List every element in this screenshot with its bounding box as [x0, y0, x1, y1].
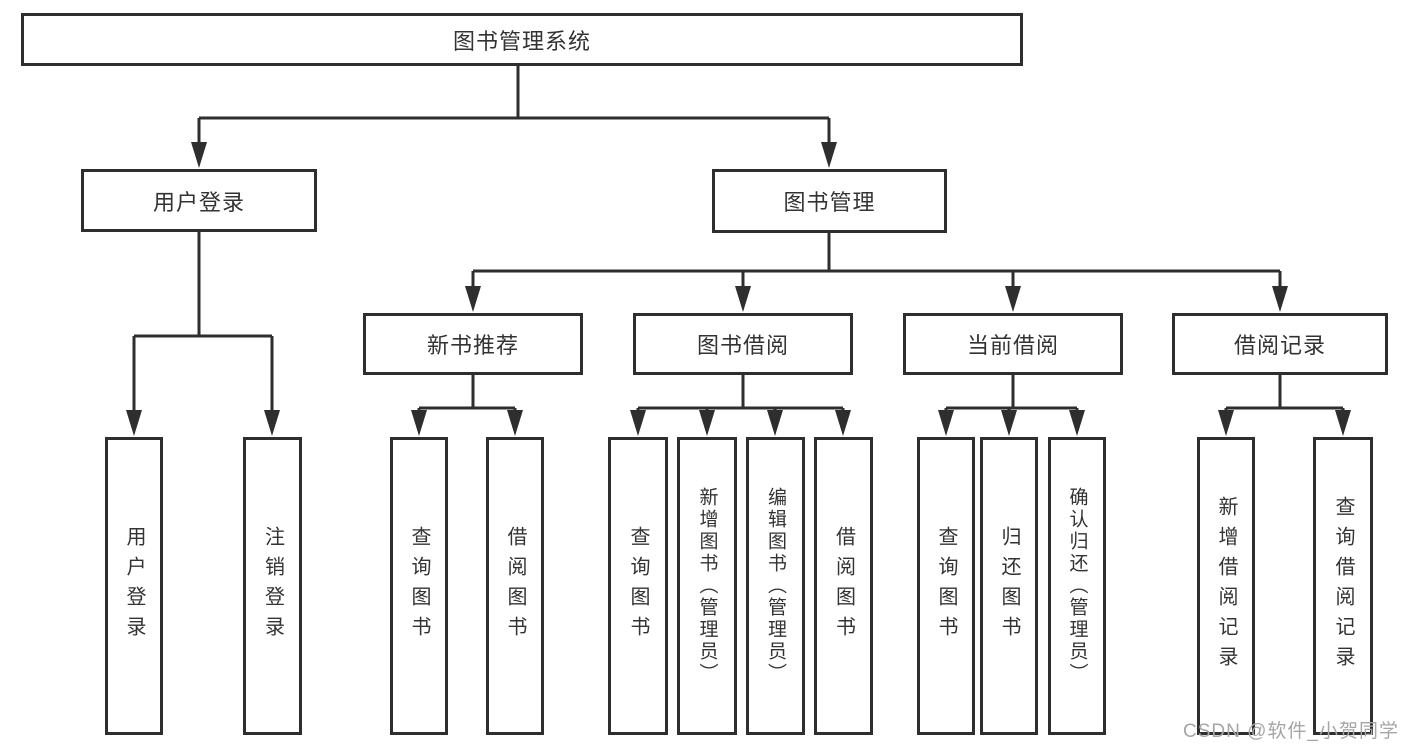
node-user-login: 用户登录 — [81, 169, 317, 232]
node-borrowing-records-label: 借阅记录 — [1233, 333, 1326, 358]
leaf-query-books-current: 查询图书 — [917, 437, 975, 735]
leaf-logout: 注销登录 — [243, 437, 302, 735]
leaf-user-login: 用户登录 — [105, 437, 163, 735]
leaf-add-books-admin: 新增图书（管理员） — [677, 437, 737, 735]
leaf-query-books-recommend: 查询图书 — [390, 437, 448, 735]
node-current-borrowing: 当前借阅 — [903, 313, 1123, 375]
node-new-book-recommendation-label: 新书推荐 — [426, 333, 519, 358]
leaf-query-books-borrow: 查询图书 — [608, 437, 668, 735]
leaf-query-borrow-record: 查询借阅记录 — [1313, 437, 1373, 735]
node-book-management-label: 图书管理 — [783, 190, 876, 215]
leaf-borrow-books: 借阅图书 — [814, 437, 873, 735]
watermark: CSDN @软件_小贺同学 — [1183, 721, 1399, 742]
leaf-return-books: 归还图书 — [980, 437, 1038, 735]
leaf-confirm-return-admin: 确认归还（管理员） — [1048, 437, 1106, 735]
node-new-book-recommendation: 新书推荐 — [363, 313, 583, 375]
node-current-borrowing-label: 当前借阅 — [966, 333, 1059, 358]
root-node-label: 图书管理系统 — [452, 28, 591, 54]
node-borrowing-records: 借阅记录 — [1172, 313, 1388, 375]
node-book-borrowing-label: 图书借阅 — [696, 333, 789, 358]
leaf-add-borrow-record: 新增借阅记录 — [1197, 437, 1255, 735]
node-book-borrowing: 图书借阅 — [633, 313, 853, 375]
node-user-login-label: 用户登录 — [152, 189, 245, 215]
leaf-edit-books-admin: 编辑图书（管理员） — [746, 437, 805, 735]
leaf-borrow-books-recommend: 借阅图书 — [486, 437, 544, 735]
root-node-library-system: 图书管理系统 — [21, 13, 1023, 66]
arrowheads — [126, 142, 1351, 436]
node-book-management: 图书管理 — [712, 169, 947, 233]
